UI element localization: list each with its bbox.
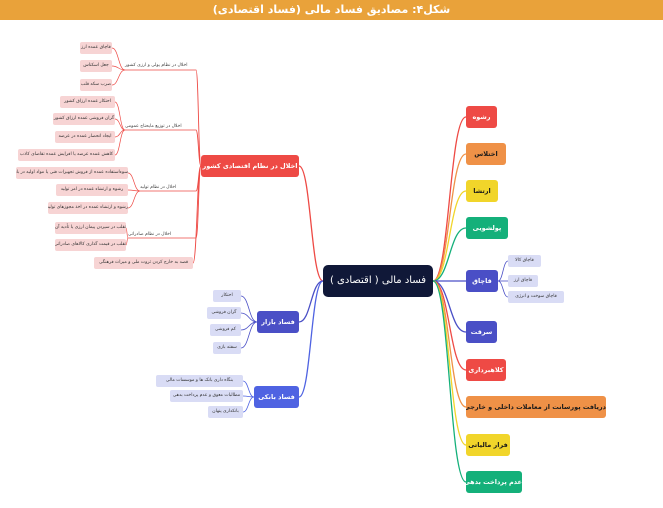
leaf-overdue-claims[interactable]: مطالبات معوق و عدم پرداخت بدهی [170, 390, 243, 402]
node-graft[interactable]: ارتشا [466, 180, 498, 202]
smuggling-goods[interactable]: قاچاق کالا [508, 255, 541, 267]
central-topic[interactable]: فساد مالی ( اقتصادی ) [323, 265, 433, 297]
node-banking-corruption[interactable]: فساد بانکی [254, 386, 299, 408]
node-tax-evasion[interactable]: فرار مالیاتی [466, 434, 510, 456]
link-leaf [125, 227, 129, 239]
link-leaf [114, 101, 126, 131]
leaf-overpricing-market[interactable]: گران فروشی [207, 307, 241, 319]
link-banking-leaf [242, 396, 255, 413]
leaf-permit-bribery[interactable]: رشوه و ارتشاء عمده در اخذ مجوزهای تولیدی [48, 202, 128, 214]
leaf-coin-forgery[interactable]: ضرب سکه قلب [80, 79, 112, 91]
node-market-corruption[interactable]: فساد بازار [257, 311, 299, 333]
link-leaf [111, 47, 126, 71]
link-leaf [127, 190, 141, 209]
leaf-monopoly[interactable]: ایجاد انحصار عمده در عرضه [55, 131, 115, 143]
link-leaf [127, 189, 141, 192]
link-eco-group [195, 129, 202, 167]
link-market [298, 280, 324, 323]
node-economic-order[interactable]: اخلال در نظام اقتصادی کشور [201, 155, 299, 177]
leaf-production-bribery[interactable]: رشوه و ارتشاء عمده در امر تولید [56, 184, 128, 196]
link-leaf [111, 69, 126, 86]
group-production: اخلال در نظام تولید [140, 185, 177, 190]
group-monetary: اخلال در نظام پولی و ارزی کشور [125, 63, 188, 68]
leaf-wealth-export[interactable]: قصد به خارج کردن ثروت ملی و میراث فرهنگی [94, 257, 193, 269]
page-title: شکل۴: مصادیق فساد مالی (فساد اقتصادی) [0, 0, 663, 20]
link-embezzlement [432, 153, 467, 282]
leaf-currency-pledge-fraud[interactable]: تقلب در سپردن پیمان ارزی یا تأدیه آن [55, 222, 126, 234]
node-smuggling[interactable]: قاچاق [466, 270, 498, 292]
link-leaf [127, 172, 141, 192]
smuggling-fuel[interactable]: قاچاق سوخت و انرژی [508, 291, 564, 303]
link-non-payment [432, 280, 467, 483]
leaf-currency-smuggling[interactable]: قاچاق عمده ارز [80, 42, 112, 54]
node-bribery[interactable]: رشوه [466, 106, 497, 128]
link-eco-group [195, 69, 202, 167]
leaf-hoarding-market[interactable]: احتکار [213, 290, 241, 302]
node-non-payment[interactable]: عدم پرداخت بدهی [466, 471, 522, 493]
leaf-export-pricing-fraud[interactable]: تقلب در قیمت گذاری کالاهای صادراتی [55, 239, 126, 251]
leaf-hidden-banking[interactable]: بانکداری پنهان [208, 406, 243, 418]
link-market-leaf [240, 321, 258, 349]
leaf-overpricing[interactable]: گران فروشی عمده ارزاق کشور [53, 113, 115, 125]
link-market-leaf [240, 295, 258, 323]
node-embezzlement[interactable]: اختلاس [466, 143, 506, 165]
link-bribery [432, 116, 467, 282]
link-economic-order [298, 165, 324, 282]
leaf-counterfeit[interactable]: جعل اسکناس [80, 60, 112, 72]
leaf-hoarding[interactable]: احتکار عمده ارزاق کشور [60, 96, 115, 108]
link-banking [298, 280, 324, 398]
link-smuggling-child [497, 280, 509, 298]
group-export: اخلال در نظام صادراتی [128, 232, 172, 237]
link-money-laundering [432, 227, 467, 282]
smuggling-currency[interactable]: قاچاق ارز [508, 275, 538, 287]
leaf-speculation[interactable]: سفته بازی [213, 342, 241, 354]
leaf-bank-enterprise[interactable]: بنگاه داری بانک ها و موسسات مالی [156, 375, 243, 387]
node-theft[interactable]: سرقت [466, 321, 497, 343]
link-graft [432, 190, 467, 282]
link-market-leaf [240, 312, 258, 323]
link-leaf [114, 118, 126, 131]
link-leaf [111, 65, 126, 71]
leaf-supply-demand[interactable]: کاهش عمده عرضه یا افزایش عمده تقاضای کاذ… [18, 149, 115, 161]
link-banking-leaf [242, 380, 255, 398]
node-money-laundering[interactable]: پولشویی [466, 217, 508, 239]
leaf-underweighting[interactable]: کم فروشی [210, 324, 241, 336]
node-fraud[interactable]: کلاهبرداری [466, 359, 506, 381]
link-smuggling-child [497, 260, 509, 282]
leaf-equipment-misuse[interactable]: سوءاستفاده عمده از فروش تجهیزات فنی یا م… [16, 167, 128, 179]
link-eco-extra [192, 165, 202, 264]
link-leaf [114, 129, 126, 156]
group-distribution: اخلال در توزیع مایحتاج عمومی [125, 124, 182, 129]
node-commission[interactable]: دریافت پورسانت از معاملات داخلی و خارجی [466, 396, 606, 418]
link-theft [432, 280, 467, 333]
link-leaf [125, 237, 129, 246]
